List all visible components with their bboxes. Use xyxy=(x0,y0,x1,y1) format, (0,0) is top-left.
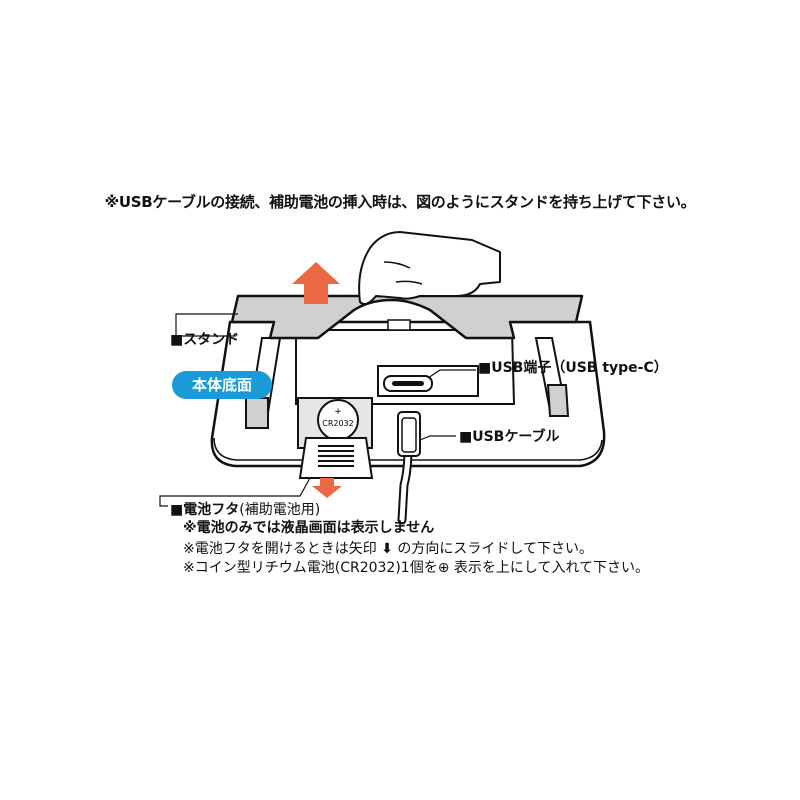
leader-line-usb-port xyxy=(427,369,476,379)
note-insert-battery-a: ※コイン型リチウム電池(CR2032)1個を xyxy=(183,560,438,576)
stand xyxy=(230,294,584,340)
battery-cover xyxy=(298,437,374,479)
top-note: ※USBケーブルの接続、補助電池の挿入時は、図のようにスタンドを持ち上げて下さい… xyxy=(104,193,696,211)
label-usb-port: ■USB端子（USB type-C） xyxy=(478,360,668,376)
note-insert-battery: ※コイン型リチウム電池(CR2032)1個を⊕ 表示を上にして入れて下さい。 xyxy=(183,561,649,575)
note-open-cover-a: ※電池フタを開けるときは矢印 xyxy=(183,541,377,557)
battery-plus-symbol: + xyxy=(334,407,342,417)
label-battery-cover: ■電池フタ(補助電池用) xyxy=(170,503,320,517)
badge-main-body-bottom: 本体底面 xyxy=(172,371,272,399)
lift-up-arrow-icon xyxy=(292,262,340,304)
leader-line-cover xyxy=(159,477,311,507)
leader-line-usb-cable xyxy=(419,435,456,441)
stand-notch xyxy=(387,319,411,331)
hand-icon xyxy=(358,231,501,305)
stand-foot-left xyxy=(245,397,269,429)
circled-plus-icon: ⊕ xyxy=(437,560,450,576)
label-battery-cover-main: ■電池フタ xyxy=(170,502,240,518)
note-insert-battery-b: 表示を上にして入れて下さい。 xyxy=(453,560,650,576)
label-stand: ■スタンド xyxy=(170,332,240,348)
stand-foot-right xyxy=(546,384,570,417)
label-usb-cable: ■USBケーブル xyxy=(459,429,560,445)
note-battery-only: ※電池のみでは液晶画面は表示しません xyxy=(183,520,435,536)
usb-c-plug xyxy=(397,411,421,457)
leader-line-stand xyxy=(175,313,238,337)
slide-down-arrow-icon xyxy=(312,478,342,498)
note-open-cover: ※電池フタを開けるときは矢印 ⬇ の方向にスライドして下さい。 xyxy=(183,542,593,556)
battery-model-label: CR2032 xyxy=(322,419,354,428)
note-open-cover-b: の方向にスライドして下さい。 xyxy=(397,541,593,557)
down-arrow-icon: ⬇ xyxy=(381,541,393,557)
label-battery-cover-sub: (補助電池用) xyxy=(239,502,321,518)
